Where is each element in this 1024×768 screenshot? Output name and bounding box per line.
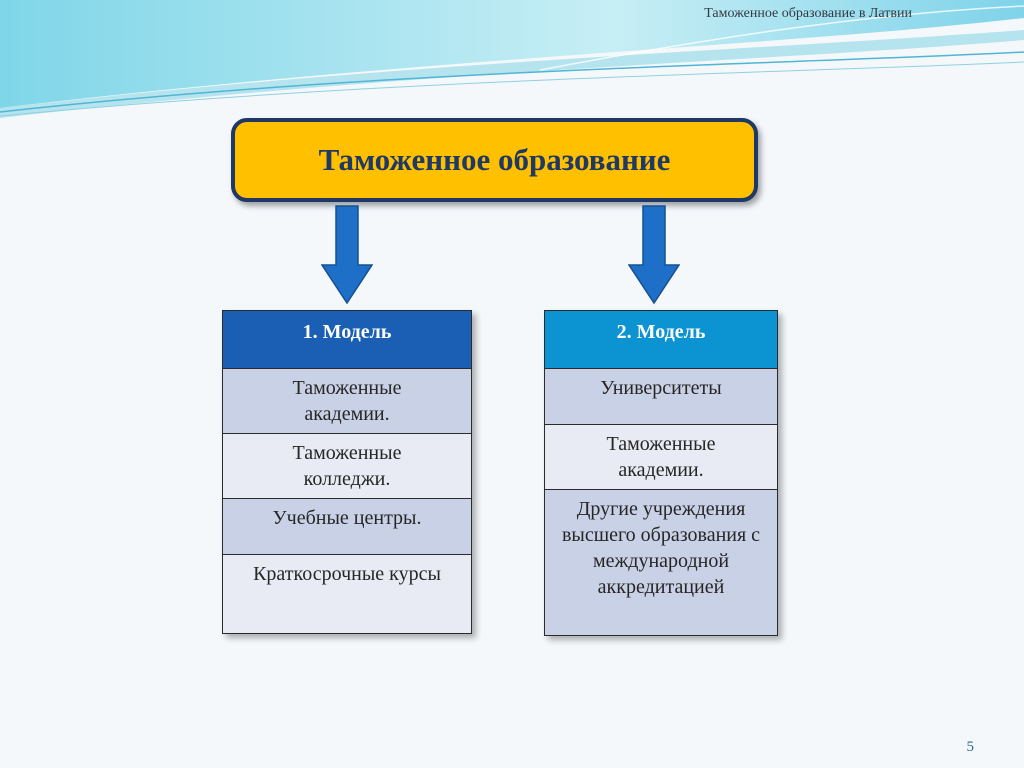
model-1-header: 1. Модель	[223, 311, 471, 368]
model-1-table: 1. Модель Таможенные академии. Таможенны…	[222, 310, 472, 634]
down-arrow-icon	[628, 205, 680, 305]
model-2-item: Таможенные академии.	[545, 424, 777, 489]
model-1-item: Таможенные колледжи.	[223, 433, 471, 498]
model-1-item: Краткосрочные курсы	[223, 554, 471, 633]
model-2-item: Другие учреждения высшего образования с …	[545, 489, 777, 635]
slide-header-title: Таможенное образование в Латвии	[704, 6, 912, 21]
model-2-header: 2. Модель	[545, 311, 777, 368]
decorative-waves	[0, 0, 1024, 118]
main-concept-box: Таможенное образование	[231, 118, 758, 202]
main-concept-label: Таможенное образование	[318, 142, 671, 177]
model-1-item: Учебные центры.	[223, 498, 471, 554]
model-2-table: 2. Модель Университеты Таможенные академ…	[544, 310, 778, 636]
model-2-item: Университеты	[545, 368, 777, 424]
model-1-item: Таможенные академии.	[223, 368, 471, 433]
down-arrow-icon	[321, 205, 373, 305]
page-number: 5	[966, 739, 975, 755]
